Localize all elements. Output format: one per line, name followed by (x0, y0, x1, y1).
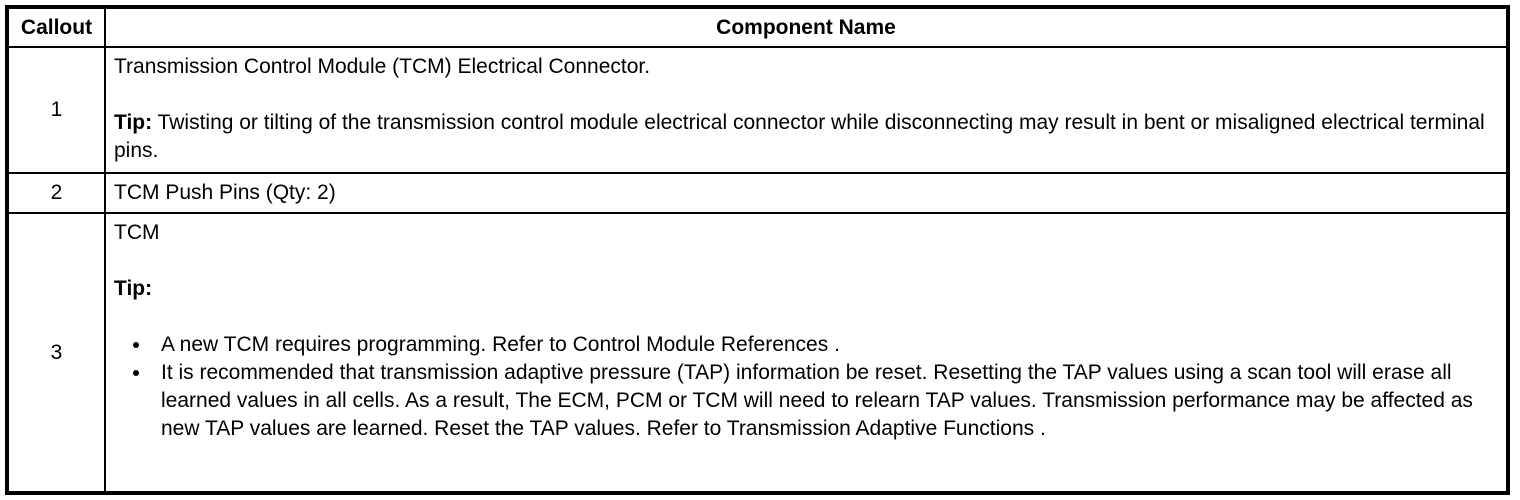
tip-paragraph: Tip: Twisting or tilting of the transmis… (114, 109, 1496, 165)
tip-label: Tip: (114, 111, 153, 134)
tip-bullet-item: It is recommended that transmission adap… (152, 359, 1496, 443)
callout-number-3: 3 (6, 212, 106, 494)
tip-bullet-list: A new TCM requires programming. Refer to… (128, 331, 1496, 443)
component-cell-1: Transmission Control Module (TCM) Electr… (104, 45, 1509, 175)
table-row-3: 3 TCM Tip: A new TCM requires programmin… (6, 212, 1509, 494)
callout-number-2: 2 (6, 172, 106, 215)
callout-column-header: Callout (6, 6, 106, 48)
callout-number-1: 1 (6, 45, 106, 175)
component-title: TCM Push Pins (Qty: 2) (114, 181, 336, 205)
table-header-row: Callout Component Name (6, 6, 1509, 48)
component-title: Transmission Control Module (TCM) Electr… (114, 55, 651, 78)
tip-paragraph: Tip: (114, 275, 1496, 303)
component-title: TCM (114, 221, 160, 245)
callout-component-table: Callout Component Name 1 Transmission Co… (5, 5, 1510, 495)
tip-label: Tip: (114, 277, 153, 301)
tip-bullet-item: A new TCM requires programming. Refer to… (152, 331, 1496, 359)
component-cell-3: TCM Tip: A new TCM requires programming.… (104, 212, 1509, 494)
table-row-1: 1 Transmission Control Module (TCM) Elec… (6, 45, 1509, 175)
component-cell-2: TCM Push Pins (Qty: 2) (104, 172, 1509, 215)
component-name-column-header: Component Name (104, 6, 1509, 48)
table-row-2: 2 TCM Push Pins (Qty: 2) (6, 172, 1509, 215)
tip-text: Twisting or tilting of the transmission … (114, 111, 1485, 162)
